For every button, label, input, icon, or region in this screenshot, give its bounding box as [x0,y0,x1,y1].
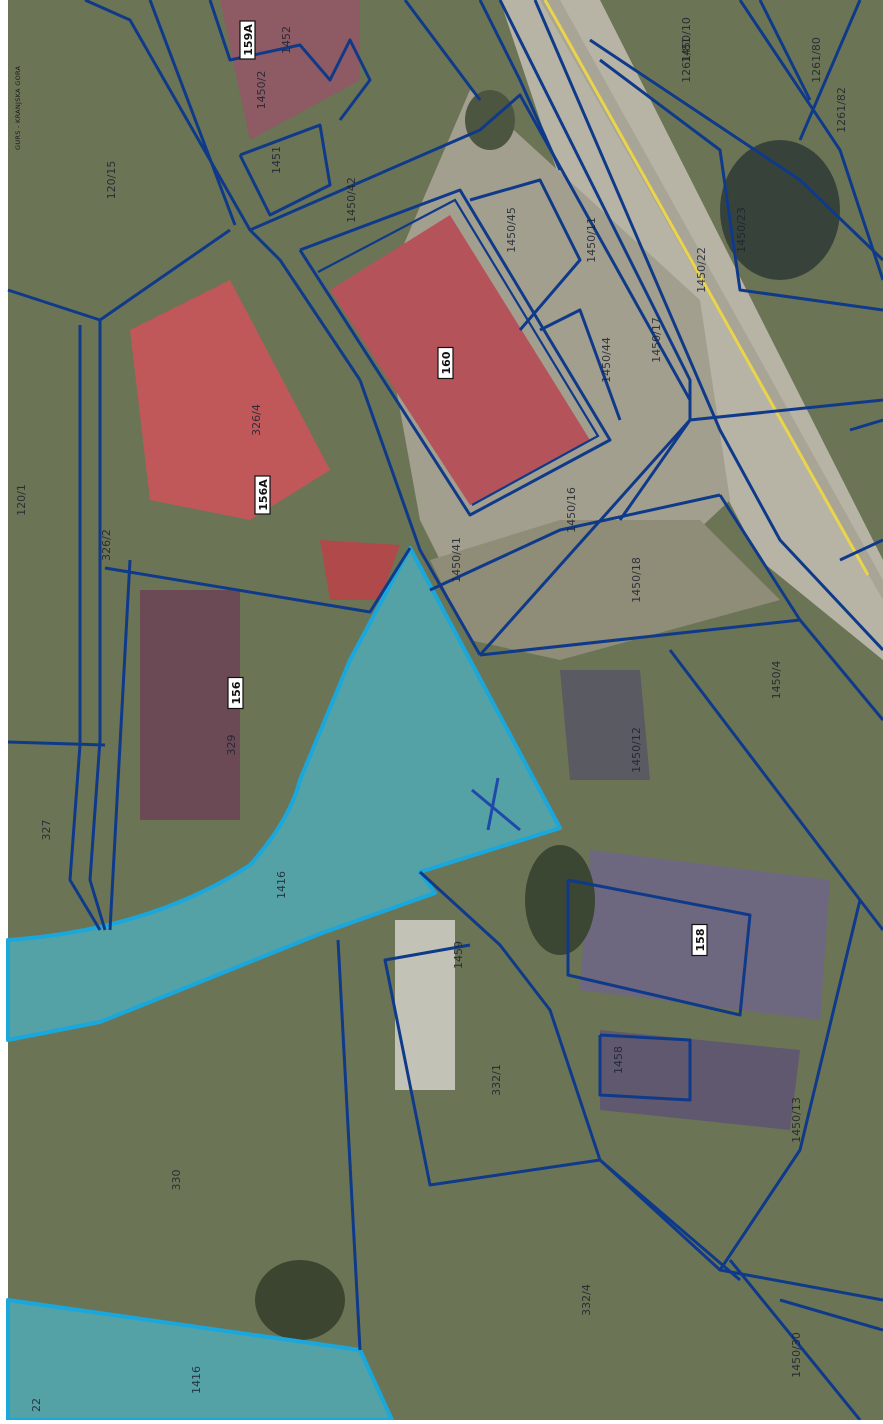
map-credit: GURS - KRANJSKA GORA [14,65,22,150]
parcel-label: 1451 [270,146,283,174]
parcel-label: 1416 [190,1366,203,1394]
parcel-1416-upper-highlight[interactable] [6,546,562,1042]
parcel-label: 120/1 [15,484,28,516]
parcel-label: 1450/16 [565,487,578,533]
parcel-boundaries [7,0,883,1421]
parcel-label: 1450/44 [600,337,613,383]
house-number: 159A [239,20,256,60]
parcel-label: 1450/13 [790,1097,803,1143]
x-mark [471,777,521,832]
house-number-label: 156A [257,479,270,511]
parcel-label: 1459 [452,941,465,969]
parcel-label: 1450/10 [680,17,693,63]
parcel-label: 1261/82 [835,87,848,133]
house-number: 158 [691,923,708,957]
house-numbers: 159A 160 156A 156 158 [227,20,708,957]
parcel-label: 326/4 [250,404,263,436]
house-number-box [254,475,271,515]
parcel-label: 332/4 [580,1284,593,1316]
parcel-label: 1450/12 [630,727,643,773]
parcel-label: 1450/11 [585,217,598,263]
parcel-label: 332/1 [490,1064,503,1096]
house-number-label: 156 [230,681,243,704]
house-number: 156 [227,676,244,710]
parcel-label: 1450/17 [650,317,663,363]
parcel-label: 120/15 [105,161,118,200]
parcel-label: 1450/41 [450,537,463,583]
house-number-box [691,923,708,957]
house-number-label: 158 [694,929,707,952]
house-number-label: 159A [242,24,255,56]
parcel-label: 1450/4 [770,661,783,700]
parcel-label: 1458 [612,1046,625,1074]
parcel-label: 329 [225,735,238,756]
house-number-box [227,676,244,710]
parcel-label: 1452 [280,26,293,54]
parcel-label: 1450/23 [735,207,748,253]
highlighted-parcels [6,546,562,1422]
house-number: 160 [437,346,454,380]
parcel-label: 326/2 [100,529,113,561]
parcel-label: 1450/22 [695,247,708,293]
parcel-label: 1450/18 [630,557,643,603]
house-number-box [437,346,454,380]
parcel-label: 327 [40,820,53,841]
house-number-box [239,20,256,60]
parcel-label: 1416 [275,871,288,899]
house-number-label: 160 [440,351,453,374]
parcel-label: 1261/81 [680,37,693,83]
parcel-label: 1261/80 [810,37,823,83]
parcel-label: 1450/42 [345,177,358,223]
parcel-label: 22 [30,1398,43,1412]
parcel-label: 1450/45 [505,207,518,253]
parcel-label: 1450/2 [255,71,268,110]
house-number: 156A [254,475,271,515]
parcel-label: 1450/30 [790,1332,803,1378]
parcel-label: 330 [170,1170,183,1191]
